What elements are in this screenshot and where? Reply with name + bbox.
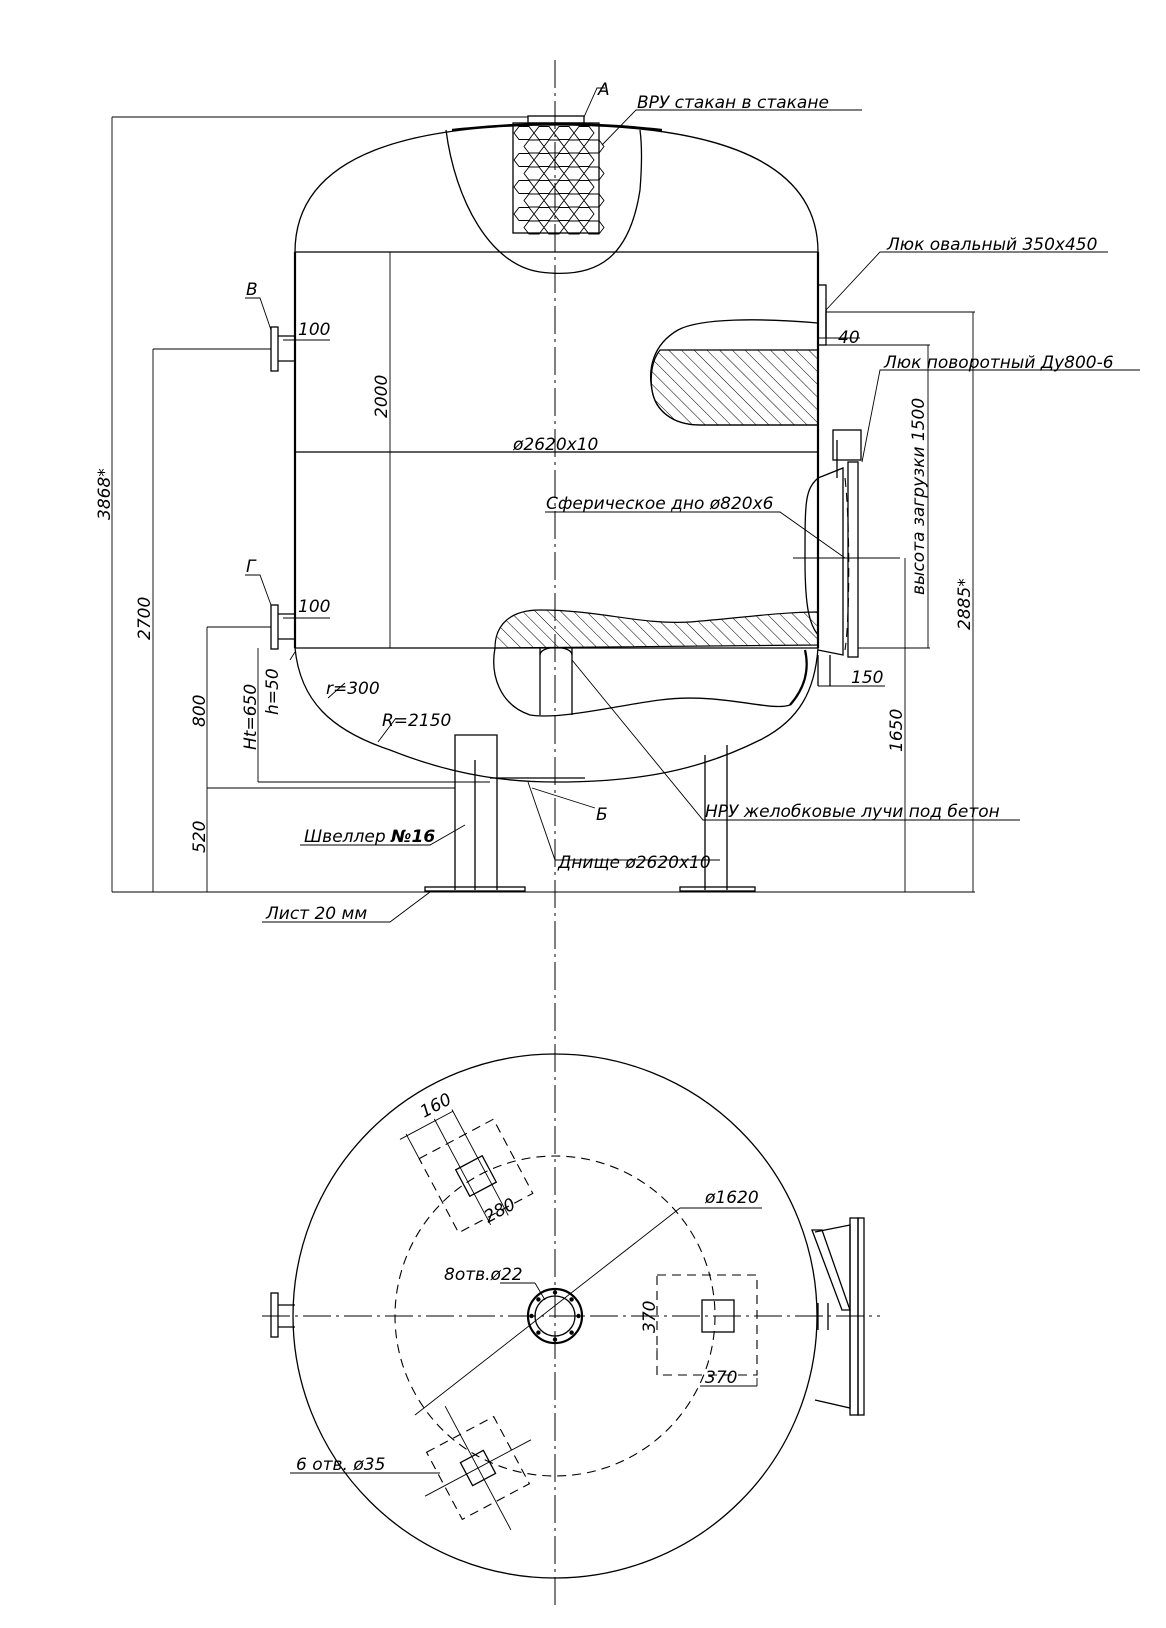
vru-cell	[523, 220, 545, 235]
label-holes8: 8отв.ø22	[444, 1265, 523, 1285]
vru-cell	[523, 193, 545, 208]
vru-cell	[513, 153, 535, 167]
vru-cell	[543, 166, 565, 181]
vessel-shell	[293, 122, 820, 783]
vru-cell	[533, 207, 555, 221]
bolt-hole	[552, 1290, 558, 1295]
vru-cells	[513, 126, 605, 235]
front-labels: А ВРУ стакан в стакане Люк овальный 350х…	[95, 80, 1114, 924]
dim-h50: h=50	[263, 668, 283, 715]
dim-2000: 2000	[372, 375, 392, 418]
bolt-hole	[569, 1297, 574, 1302]
plan-manhole-right	[811, 1217, 865, 1416]
vru-cell	[513, 180, 535, 194]
vru-cell	[553, 153, 575, 167]
front-elevation: А ВРУ стакан в стакане Люк овальный 350х…	[95, 60, 1140, 1610]
vru-distributor	[445, 122, 643, 274]
bolt-circle-1620	[394, 1155, 716, 1477]
bolt-hole	[536, 1297, 541, 1302]
vru-cell	[573, 153, 595, 167]
vru-cell	[573, 126, 595, 140]
vru-cell	[523, 139, 545, 154]
label-load-height: высота загрузки 1500	[909, 398, 929, 595]
bolt-hole	[576, 1313, 581, 1319]
plan-nozzle-left	[270, 1292, 295, 1338]
label-a: А	[597, 80, 610, 100]
vru-cell	[563, 220, 585, 235]
label-d160: 160	[417, 1090, 455, 1123]
vru-cell	[573, 207, 595, 221]
vru-cell	[563, 193, 585, 208]
vru-cell	[553, 207, 575, 221]
dim-ht650: Ht=650	[241, 684, 261, 750]
label-vru: ВРУ стакан в стакане	[637, 93, 829, 113]
plan-view: ø1620 8отв.ø22 6 отв. ø35 160 280 370 37…	[262, 1053, 880, 1579]
dim-40: 40	[838, 328, 860, 348]
vru-cell	[583, 193, 605, 208]
bolt-holes	[529, 1290, 581, 1342]
vru-cell	[553, 180, 575, 194]
label-sheet: Лист 20 мм	[265, 904, 367, 924]
label-sphere: Сферическое дно ø820х6	[546, 494, 774, 514]
vru-cell	[563, 139, 585, 154]
vru-cell	[573, 180, 595, 194]
dim-520: 520	[190, 821, 210, 853]
vru-cell	[543, 193, 565, 208]
label-manhole-rotating: Люк поворотный Ду800-6	[883, 353, 1114, 373]
dim-R2150: R=2150	[382, 711, 451, 731]
dim-2700: 2700	[135, 597, 155, 640]
dim-100-top: 100	[298, 320, 330, 340]
label-b: Б	[596, 805, 608, 825]
dim-r300: r=300	[326, 679, 380, 699]
nozzle-a	[527, 115, 585, 124]
dimension-lines	[111, 116, 975, 893]
vru-cell	[523, 166, 545, 181]
vru-cell	[533, 126, 555, 140]
bolt-hole	[536, 1330, 541, 1335]
dim-1650: 1650	[887, 709, 907, 752]
bolt-hole	[552, 1337, 558, 1342]
vru-cell	[553, 126, 575, 140]
vru-cell	[533, 153, 555, 167]
label-g: Г	[246, 557, 257, 577]
vru-cell	[533, 180, 555, 194]
leader-lines	[245, 87, 1140, 923]
vru-cell	[563, 166, 585, 181]
central-flange	[526, 1287, 584, 1345]
vru-cell	[513, 207, 535, 221]
dim-3868: 3868*	[95, 468, 115, 520]
dim-2885: 2885*	[955, 578, 975, 630]
manhole-oval	[650, 284, 827, 426]
plan-labels: ø1620 8отв.ø22 6 отв. ø35 160 280 370 37…	[296, 1090, 759, 1475]
bolt-hole	[529, 1313, 534, 1319]
label-d280: 280	[481, 1195, 519, 1228]
label-v: В	[246, 280, 258, 300]
diameter-line	[414, 1207, 681, 1416]
dim-100-bottom: 100	[298, 597, 330, 617]
vessel-outline	[292, 1053, 818, 1579]
label-holes6: 6 отв. ø35	[296, 1455, 385, 1475]
hatch-right	[656, 1274, 758, 1387]
dim-150: 150	[851, 668, 883, 688]
bolt-hole	[569, 1330, 574, 1335]
vru-cell	[543, 220, 565, 235]
nru-distributor	[493, 609, 819, 717]
label-nru: НРУ желобковые лучи под бетон	[705, 802, 1000, 822]
vru-cell	[513, 126, 535, 140]
dim-2620: ø2620х10	[512, 435, 598, 455]
label-d370-vertical: 370	[640, 1301, 660, 1333]
label-bottom: Днище ø2620х10	[557, 853, 711, 873]
vru-cell	[543, 139, 565, 154]
vru-cell	[583, 220, 605, 235]
label-d1620: ø1620	[704, 1188, 759, 1208]
label-manhole-oval: Люк овальный 350х450	[886, 235, 1097, 255]
hatch-lower-left	[424, 1405, 532, 1531]
hatch-upper-left	[399, 1109, 534, 1234]
label-channel: Швеллер №16	[304, 827, 435, 847]
label-d370-horizontal: 370	[705, 1368, 737, 1388]
vru-cell	[583, 139, 605, 154]
vru-cell	[583, 166, 605, 181]
dim-800: 800	[190, 695, 210, 727]
